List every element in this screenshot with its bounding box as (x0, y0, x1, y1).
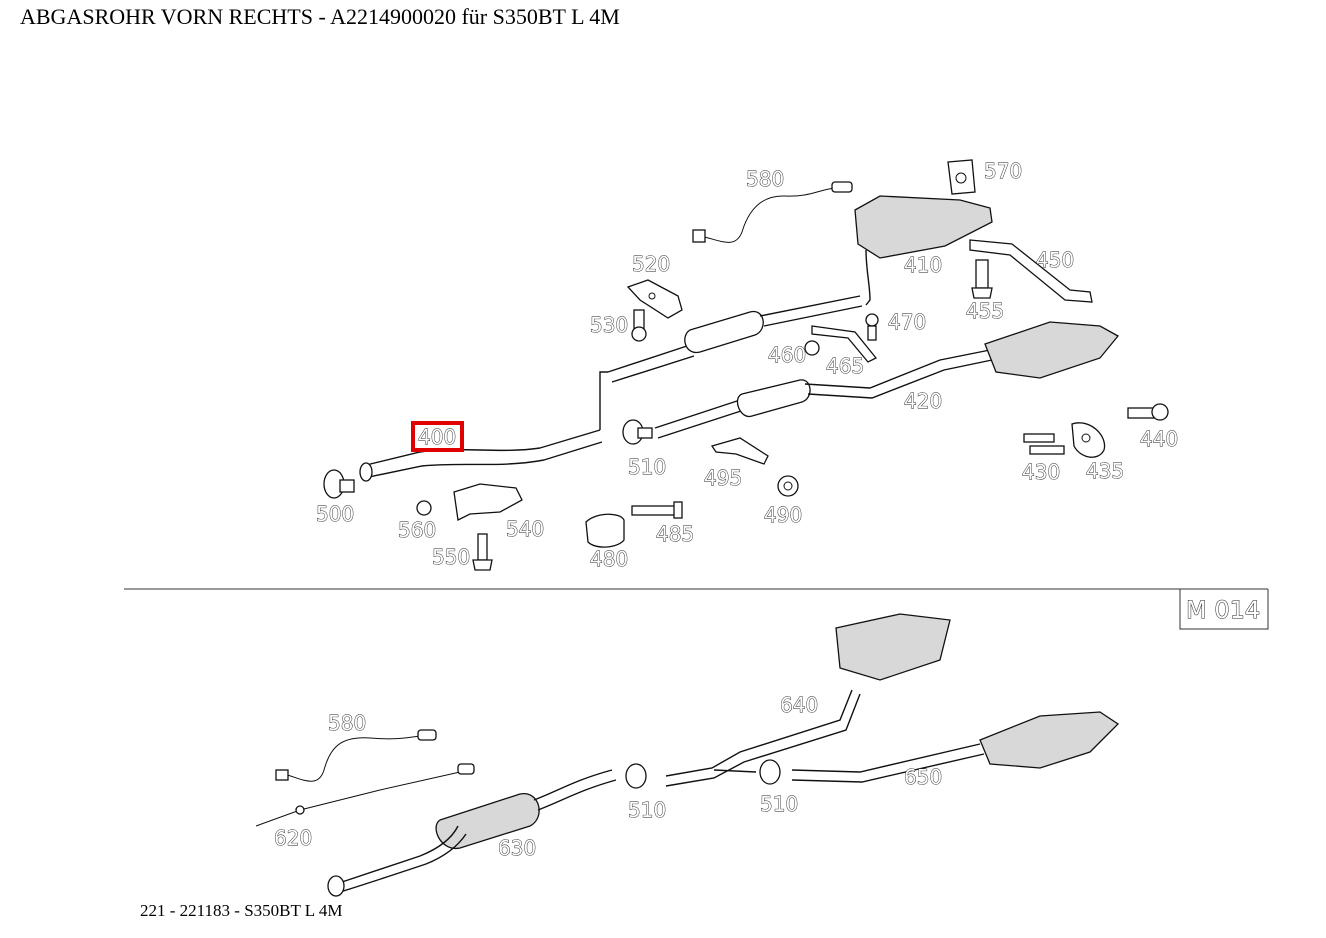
part-460-nut[interactable] (804, 340, 820, 356)
part-435-mount[interactable] (1071, 422, 1106, 458)
part-530-bolt[interactable] (631, 309, 647, 342)
label-550: 550 (432, 545, 470, 569)
label-495: 495 (704, 466, 742, 490)
lower-650-pipe[interactable] (791, 711, 1120, 783)
label-440: 440 (1140, 427, 1178, 451)
part-550-bolt[interactable] (472, 533, 493, 571)
label-485: 485 (656, 522, 694, 546)
part-485-bolt[interactable] (631, 501, 683, 519)
part-450-bracket[interactable] (969, 239, 1093, 303)
label-400[interactable]: 400 (418, 425, 457, 450)
label-410: 410 (904, 253, 942, 277)
sheet-code-box (1179, 589, 1269, 630)
label-480: 480 (590, 547, 628, 571)
lower-580-sensor[interactable] (275, 729, 437, 782)
label-460: 460 (768, 343, 806, 367)
label-455: 455 (966, 299, 1004, 323)
label-430: 430 (1022, 460, 1060, 484)
lower-label-650: 650 (904, 765, 942, 789)
part-490-nut[interactable] (777, 475, 799, 497)
footer-model-info: 221 - 221183 - S350BT L 4M (140, 901, 343, 920)
part-455-bolt[interactable] (971, 259, 993, 299)
part-400-front-pipe[interactable] (359, 371, 608, 482)
part-580-sensor[interactable] (692, 181, 853, 243)
lower-620-sensor[interactable] (255, 763, 475, 827)
lower-510-clamp-b[interactable] (759, 759, 781, 785)
label-450: 450 (1036, 248, 1074, 272)
part-410-muffler[interactable] (854, 195, 993, 306)
label-465: 465 (826, 354, 864, 378)
label-520: 520 (632, 252, 670, 276)
lower-label-580: 580 (328, 711, 366, 735)
part-520-bracket[interactable] (626, 279, 683, 319)
label-560: 560 (398, 518, 436, 542)
label-490: 490 (764, 503, 802, 527)
lower-label-640: 640 (780, 693, 818, 717)
part-440-bolt[interactable] (1127, 403, 1169, 421)
sheet-code: M 014 (1186, 596, 1260, 624)
part-480-rubber[interactable] (585, 513, 625, 548)
label-435: 435 (1086, 459, 1124, 483)
lower-640-pipe[interactable] (665, 613, 951, 787)
lower-510-clamp-a[interactable] (625, 763, 647, 789)
part-500-clamp[interactable] (323, 469, 355, 499)
label-470: 470 (888, 310, 926, 334)
part-465-strap[interactable] (811, 325, 878, 363)
label-570: 570 (984, 159, 1022, 183)
label-580: 580 (746, 167, 784, 191)
highlight-box-400 (411, 421, 464, 452)
part-570-mount[interactable] (947, 159, 976, 195)
label-500: 500 (316, 502, 354, 526)
label-420: 420 (904, 389, 942, 413)
part-420-pipe-right[interactable] (654, 321, 1119, 439)
lower-label-510a: 510 (628, 798, 666, 822)
part-middle-pipe-left[interactable] (607, 295, 863, 383)
lower-label-620: 620 (274, 826, 312, 850)
part-560-nut[interactable] (416, 500, 432, 516)
part-540-bracket[interactable] (453, 483, 523, 521)
lower-label-630: 630 (498, 836, 536, 860)
part-470-bolt[interactable] (865, 313, 879, 341)
label-510: 510 (628, 455, 666, 479)
lower-label-510b: 510 (760, 792, 798, 816)
part-430-bolts[interactable] (1023, 433, 1065, 455)
label-530: 530 (590, 313, 628, 337)
label-540: 540 (506, 517, 544, 541)
page-title: ABGASROHR VORN RECHTS - A2214900020 für … (20, 4, 620, 29)
part-495-bracket[interactable] (710, 437, 769, 465)
part-510-clamp[interactable] (622, 419, 653, 445)
lower-630-pipe[interactable] (327, 769, 617, 897)
